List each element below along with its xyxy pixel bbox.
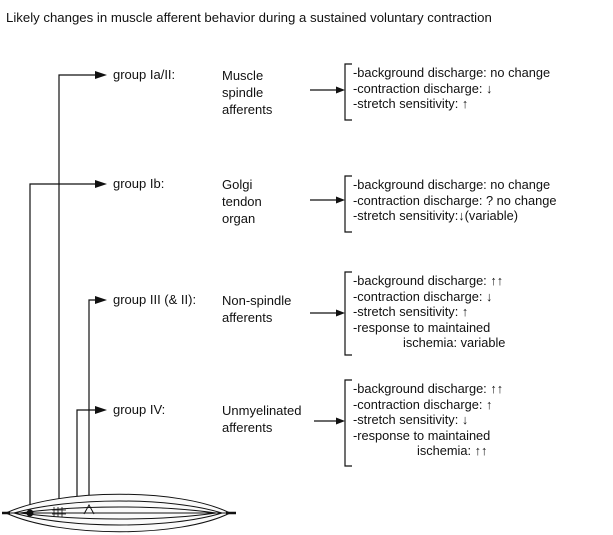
group-label-iv: group IV: bbox=[113, 402, 166, 417]
arrow-down-icon: ↓ bbox=[458, 208, 465, 224]
arrow-up-icon: ↑ bbox=[461, 304, 469, 320]
arrowhead-iv bbox=[95, 406, 107, 414]
arrow-down-icon: ↓ bbox=[461, 412, 469, 428]
arrow-up-icon: ↑ bbox=[461, 96, 469, 112]
effect-item: -stretch sensitivity: ↑ bbox=[353, 304, 469, 320]
bracket-iii bbox=[344, 271, 352, 356]
effect-item: -stretch sensitivity: ↑ bbox=[353, 96, 469, 112]
description-ia-ii: Muscle spindle afferents bbox=[222, 68, 273, 117]
effects-list-iii: -background discharge: ↑↑ -contraction d… bbox=[353, 273, 505, 351]
arrowhead-ia-ii bbox=[95, 71, 107, 79]
description-iv: Unmyelinated afferents bbox=[222, 403, 302, 435]
bracket-ib bbox=[344, 175, 352, 233]
arrow-down-icon: ↓ bbox=[486, 288, 493, 304]
path-group-ib bbox=[29, 183, 95, 505]
effects-list-ib: -background discharge: no change -contra… bbox=[353, 177, 556, 224]
double-arrow-up-icon: ↑↑ bbox=[490, 381, 504, 396]
double-arrow-up-icon: ↑↑ bbox=[490, 273, 504, 288]
effects-list-iv: -background discharge: ↑↑ -contraction d… bbox=[353, 381, 503, 459]
effect-item: -contraction discharge: ↓ bbox=[353, 288, 493, 304]
group-label-iii: group III (& II): bbox=[113, 292, 197, 307]
effect-item: -background discharge: ↑↑ bbox=[353, 381, 504, 396]
effect-item: -response to maintained bbox=[353, 427, 491, 443]
effect-item: ischemia: ↑↑ bbox=[417, 443, 488, 459]
effect-item: -stretch sensitivity:↓(variable) bbox=[353, 208, 518, 224]
path-group-iii bbox=[88, 299, 95, 505]
arrowhead-ib bbox=[95, 180, 107, 188]
bracket-ia-ii bbox=[344, 63, 352, 121]
diagram-title: Likely changes in muscle afferent behavi… bbox=[6, 10, 492, 25]
effect-item: -stretch sensitivity: ↓ bbox=[353, 412, 469, 428]
effect-item: -contraction discharge: ↓ bbox=[353, 80, 493, 96]
double-arrow-up-icon: ↑↑ bbox=[474, 443, 488, 459]
effect-item: ischemia: variable bbox=[403, 335, 506, 351]
muscle-illustration bbox=[2, 493, 236, 533]
arrowhead-iii bbox=[95, 296, 107, 304]
description-ib: Golgi tendon organ bbox=[222, 177, 262, 226]
path-group-ia-ii bbox=[58, 74, 95, 505]
effect-item: -contraction discharge: ? no change bbox=[353, 192, 557, 208]
effect-item: -response to maintained bbox=[353, 319, 491, 335]
arrow-down-icon: ↓ bbox=[486, 80, 493, 96]
path-group-iv bbox=[76, 409, 95, 505]
arrow-up-icon: ↑ bbox=[486, 396, 493, 412]
effects-list-ia-ii: -background discharge: no change -contra… bbox=[353, 65, 550, 112]
effect-item: -background discharge: ↑↑ bbox=[353, 273, 504, 288]
effect-item: -background discharge: no change bbox=[353, 65, 551, 80]
description-iii: Non-spindle afferents bbox=[222, 293, 292, 325]
golgi-tendon-ending bbox=[26, 509, 34, 517]
bracket-iv bbox=[344, 379, 352, 467]
group-label-ib: group Ib: bbox=[113, 176, 165, 191]
effect-item: -background discharge: no change bbox=[353, 177, 551, 192]
group-label-ia-ii: group Ia/II: bbox=[113, 67, 176, 82]
effect-item: -contraction discharge: ↑ bbox=[353, 396, 493, 412]
